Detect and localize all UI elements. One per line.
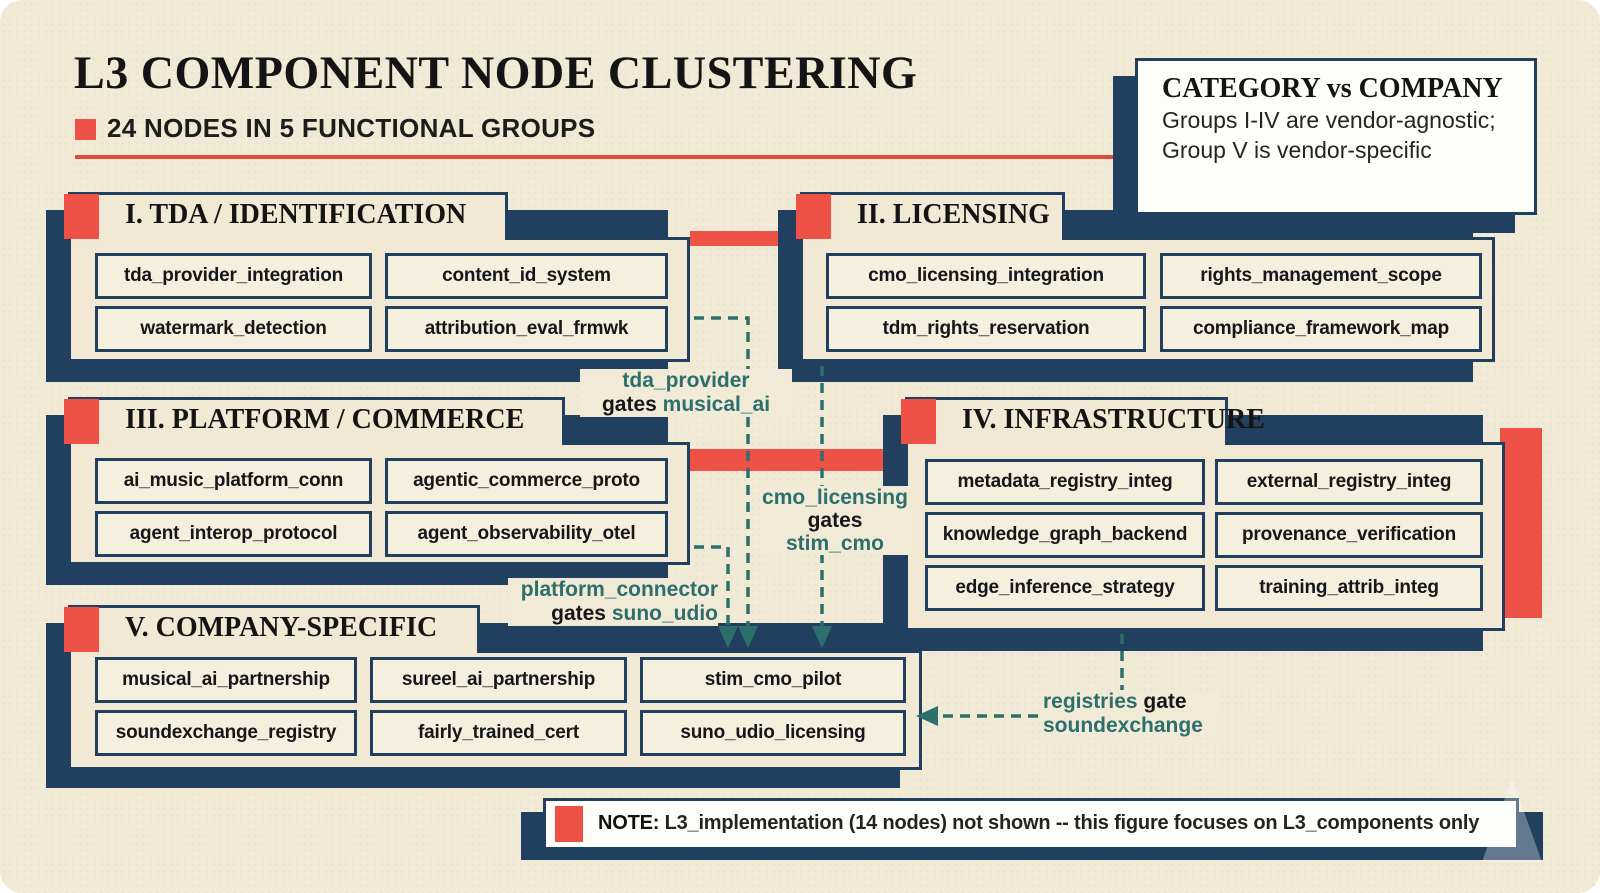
subtitle-bullet-marker [75,119,96,140]
node-watermark-detection: watermark_detection [95,306,372,352]
annotation-text: gate [1137,690,1187,713]
node-cmo-licensing-integration: cmo_licensing_integration [826,253,1146,299]
group5-seam [71,650,477,654]
node-agent-observability-otel: agent_observability_otel [385,511,668,557]
note-text: NOTE: L3_implementation (14 nodes) not s… [598,798,1479,850]
node-tda-provider-integration: tda_provider_integration [95,253,372,299]
group3-seam [71,442,562,446]
note-body: L3_implementation (14 nodes) not shown -… [659,812,1480,834]
group3-tab [68,397,565,442]
annotation-text: gates [601,393,663,416]
group4-title: IV. INFRASTRUCTURE [962,404,1265,435]
group1-tab [68,192,508,237]
page-title: L3 COMPONENT NODE CLUSTERING [74,47,918,99]
group2-seam [803,237,1062,241]
node-suno-udio-licensing: suno_udio_licensing [640,710,906,756]
group2-red-marker [796,194,831,239]
annotation-text: gates [807,509,863,532]
annotation-registries-gate: registries gate soundexchange [1043,690,1218,738]
group4-seam [908,442,1225,446]
node-musical-ai-partnership: musical_ai_partnership [95,657,357,703]
node-compliance-framework-map: compliance_framework_map [1160,306,1482,352]
annotation-text: gates [551,602,612,625]
group3-red-marker [64,399,99,444]
node-ai-music-platform-conn: ai_music_platform_conn [95,458,372,504]
legend-box: CATEGORY vs COMPANY Groups I-IV are vend… [1135,58,1537,215]
node-attribution-eval-frmwk: attribution_eval_frmwk [385,306,668,352]
group4-red-marker [901,399,936,444]
header-divider [75,155,1123,159]
node-tdm-rights-reservation: tdm_rights_reservation [826,306,1146,352]
node-external-registry-integ: external_registry_integ [1215,459,1483,505]
group4-right-red-bar [1500,428,1542,618]
node-agent-interop-protocol: agent_interop_protocol [95,511,372,557]
node-soundexchange-registry: soundexchange_registry [95,710,357,756]
group5-red-marker [64,607,99,652]
note-red-marker [555,806,583,842]
annotation-platform-connector-gates: platform_connector gates suno_udio [508,578,718,626]
node-stim-cmo-pilot: stim_cmo_pilot [640,657,906,703]
legend-line-1: Groups I-IV are vendor-agnostic; [1162,107,1496,133]
legend-title: CATEGORY vs COMPANY [1162,73,1503,104]
annotation-tda-provider-gates: tda_provider gates musical_ai [580,369,792,417]
note-box [543,798,1519,850]
annotation-text: soundexchange [1043,714,1203,737]
connector-group1-group2 [690,231,800,246]
annotation-text: suno_udio [611,602,718,625]
page-subtitle: 24 NODES IN 5 FUNCTIONAL GROUPS [107,113,596,143]
node-agentic-commerce-proto: agentic_commerce_proto [385,458,668,504]
annotation-cmo-licensing-gates: cmo_licensing gates stim_cmo [760,486,910,555]
connector-group3-group4 [690,449,905,471]
group5-title: V. COMPANY-SPECIFIC [125,612,438,643]
annotation-text: stim_cmo [785,532,885,555]
annotation-text: musical_ai [662,393,771,416]
group3-title: III. PLATFORM / COMMERCE [125,404,525,435]
annotation-text: registries [1043,690,1138,713]
annotation-text: tda_provider [622,369,750,392]
annotation-text: platform_connector [520,578,718,601]
node-fairly-trained-cert: fairly_trained_cert [370,710,627,756]
node-content-id-system: content_id_system [385,253,668,299]
legend-line-2: Group V is vendor-specific [1162,137,1432,163]
group1-red-marker [64,194,99,239]
group4-tab [905,397,1228,442]
group2-title: II. LICENSING [857,199,1050,230]
node-sureel-ai-partnership: sureel_ai_partnership [370,657,627,703]
node-provenance-verification: provenance_verification [1215,512,1483,558]
group1-title: I. TDA / IDENTIFICATION [125,199,467,230]
node-training-attrib-integ: training_attrib_integ [1215,565,1483,611]
node-metadata-registry-integ: metadata_registry_integ [925,459,1205,505]
group1-seam [71,237,505,241]
node-rights-management-scope: rights_management_scope [1160,253,1482,299]
group5-tab [68,605,480,650]
node-knowledge-graph-backend: knowledge_graph_backend [925,512,1205,558]
annotation-text: cmo_licensing [762,486,908,509]
node-edge-inference-strategy: edge_inference_strategy [925,565,1205,611]
note-label: NOTE: [598,812,660,834]
